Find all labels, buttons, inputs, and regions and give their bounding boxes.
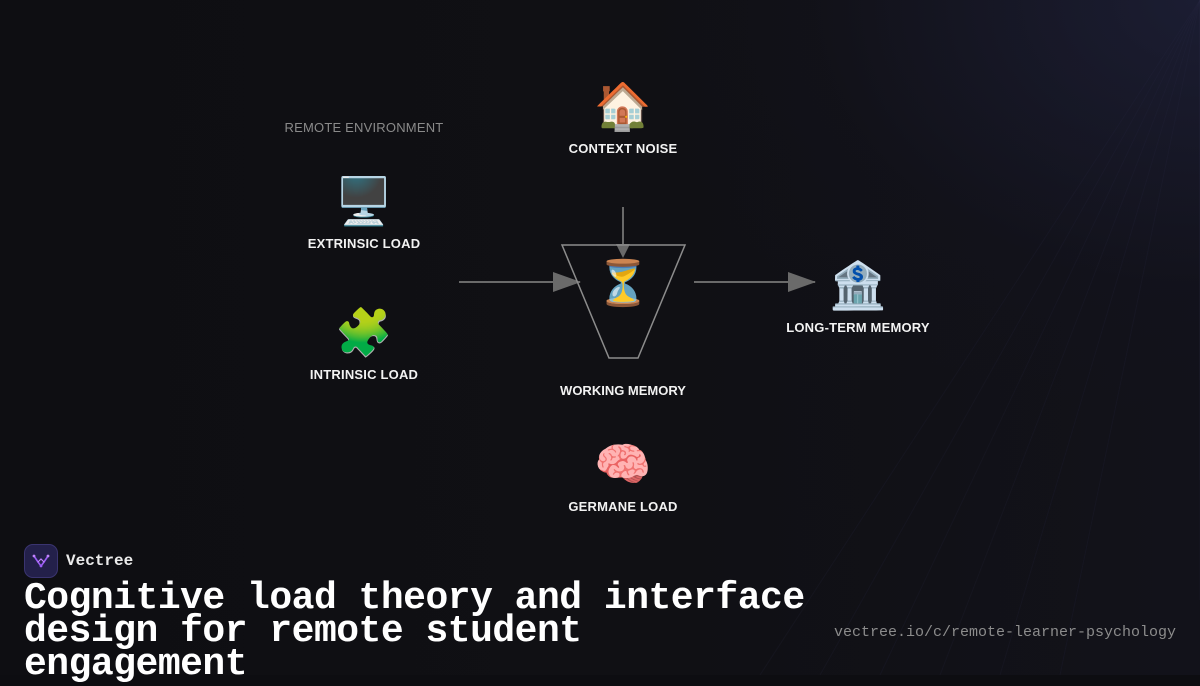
context-noise-label: CONTEXT NOISE — [568, 141, 678, 156]
page-url[interactable]: vectree.io/c/remote-learner-psychology — [833, 624, 1176, 641]
brand-name: Vectree — [66, 552, 134, 570]
long-term-memory-label: LONG-TERM MEMORY — [786, 320, 930, 335]
puzzle-piece-icon: 🧩 — [335, 306, 393, 358]
long-term-memory-node: 🏦 LONG-TERM MEMORY — [758, 258, 958, 335]
intrinsic-load-label: INTRINSIC LOAD — [309, 367, 419, 382]
working-memory-label: WORKING MEMORY — [560, 383, 686, 398]
hourglass-icon: ⏳ — [595, 259, 651, 308]
working-memory-funnel — [560, 244, 687, 359]
page-title: Cognitive load theory and interface desi… — [24, 577, 805, 686]
desktop-computer-icon: 🖥️ — [335, 175, 393, 227]
remote-environment-label: REMOTE ENVIRONMENT — [284, 120, 444, 135]
house-icon: 🏠 — [594, 80, 652, 132]
extrinsic-load-node: 🖥️ EXTRINSIC LOAD — [264, 174, 464, 251]
intrinsic-load-node: 🧩 INTRINSIC LOAD — [264, 305, 464, 382]
vectree-logo-icon — [24, 544, 58, 578]
brain-icon: 🧠 — [594, 438, 652, 490]
germane-load-label: GERMANE LOAD — [568, 499, 678, 514]
bank-building-icon: 🏦 — [829, 259, 887, 311]
context-noise-node: 🏠 CONTEXT NOISE — [523, 79, 723, 156]
germane-load-node: 🧠 GERMANE LOAD — [523, 437, 723, 514]
extrinsic-load-label: EXTRINSIC LOAD — [307, 236, 421, 251]
brand: Vectree — [24, 544, 133, 578]
